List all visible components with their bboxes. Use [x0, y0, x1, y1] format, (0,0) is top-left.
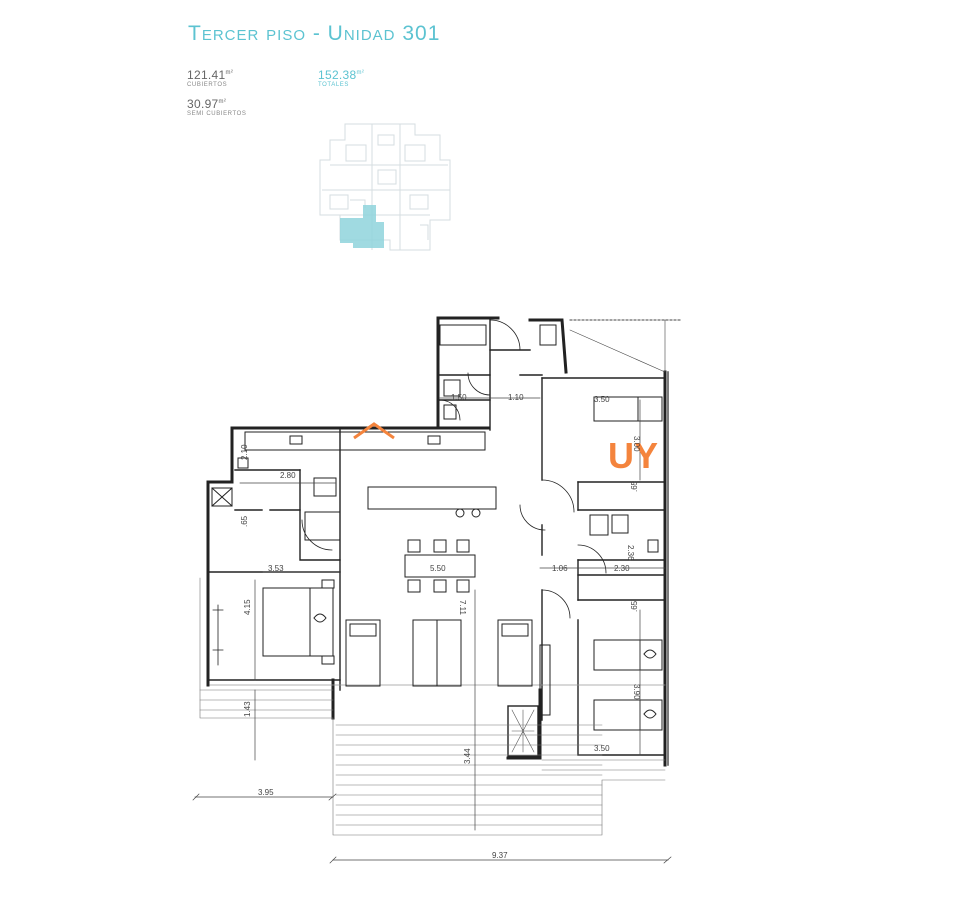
dim-label: .65 [630, 480, 639, 492]
area-cubiertos-unit: m² [225, 70, 234, 76]
door-swings [301, 319, 607, 619]
dim-label: 3.44 [463, 748, 472, 764]
exterior-walls [206, 316, 667, 767]
area-totales-label: Totales [318, 82, 349, 88]
dimension-labels: 1.50 1.10 3.50 3.00 2.10 2.80 .65 .65 .6… [240, 393, 641, 860]
area-semi-unit: m² [218, 99, 227, 105]
right-bedrooms [539, 396, 663, 731]
dim-label: 1.43 [243, 701, 252, 717]
area-semi-label: Semi cubiertos [187, 111, 247, 117]
key-plan [319, 123, 451, 251]
dim-label: 4.15 [243, 599, 252, 615]
dim-label: 3.50 [594, 744, 610, 753]
living-room [345, 619, 533, 687]
balcony-top [569, 319, 681, 766]
dim-label: 2.30 [614, 564, 630, 573]
dim-label: 3.95 [258, 788, 274, 797]
area-totales: 152.38m² Totales [318, 68, 364, 88]
area-semi-value: 30.97 [187, 97, 219, 111]
dim-label: 7.11 [458, 600, 467, 616]
area-cubiertos: 121.41m² Cubiertos [187, 68, 233, 88]
area-cubiertos-value: 121.41 [187, 68, 226, 82]
dim-label: .65 [240, 515, 249, 527]
area-semi-cubiertos: 30.97m² Semi cubiertos [187, 97, 247, 117]
dim-label: 2.10 [240, 444, 249, 460]
dim-label: 1.10 [508, 393, 524, 402]
dim-label: 1.50 [451, 393, 467, 402]
area-totales-value: 152.38 [318, 68, 357, 82]
dim-label: 9.37 [492, 851, 508, 860]
dim-label: 2.36 [626, 545, 635, 561]
watermark: UY [353, 422, 658, 476]
watermark-text: UY [608, 435, 658, 476]
house-icon [353, 422, 395, 440]
storage [507, 705, 539, 757]
area-totales-unit: m² [356, 70, 365, 76]
dim-label: 1.06 [552, 564, 568, 573]
dim-label: 3.90 [632, 684, 641, 700]
dimension-lines [192, 397, 672, 864]
dim-label: 5.50 [430, 564, 446, 573]
bathrooms [211, 324, 659, 553]
dim-label: .65 [630, 600, 639, 612]
dim-label: 3.50 [594, 395, 610, 404]
key-plan-unit-highlight [340, 205, 384, 248]
area-cubiertos-label: Cubiertos [187, 82, 228, 88]
dim-label: 3.00 [632, 436, 641, 452]
page-title: Tercer piso - Unidad 301 [188, 22, 441, 45]
floor-plan [192, 316, 681, 864]
terrace [199, 577, 666, 836]
master-bedroom [212, 579, 335, 666]
dim-label: 3.53 [268, 564, 284, 573]
dim-label: 2.80 [280, 471, 296, 480]
dining-table [404, 539, 476, 593]
